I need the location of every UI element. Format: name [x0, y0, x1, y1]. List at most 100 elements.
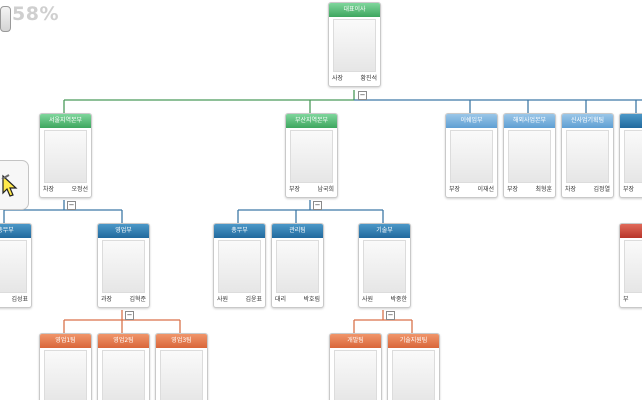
node-person-name: 황진석	[360, 75, 377, 82]
node-rank: 사장	[332, 75, 344, 82]
org-node-new-business[interactable]: 신사업기획팀 차장 김정열	[561, 113, 614, 198]
tool-panel[interactable]	[0, 160, 29, 210]
person-photo	[44, 130, 87, 183]
node-title: 이쉐임부	[446, 114, 497, 128]
zoom-level: 58%	[12, 3, 59, 25]
node-person-name: 김성표	[11, 296, 28, 303]
pointer-arrow-icon[interactable]	[1, 174, 21, 198]
node-person-name: 박중한	[390, 296, 407, 303]
person-photo	[333, 19, 376, 72]
node-title: 총무부	[0, 224, 31, 238]
collapse-button-seoul[interactable]: −	[67, 201, 76, 210]
org-node-management[interactable]: 관리팀 대리 박호림	[271, 223, 324, 308]
node-title: 대표이사	[329, 3, 380, 17]
node-rank: 사원	[362, 296, 374, 303]
person-photo	[624, 130, 642, 183]
node-title: 영업1팀	[40, 334, 91, 348]
org-node-left-partial[interactable]: 총무부 김성표	[0, 223, 32, 308]
node-person-name: 박호림	[303, 296, 320, 303]
person-photo	[102, 240, 145, 293]
node-rank: 부	[623, 296, 629, 303]
person-photo	[0, 240, 27, 293]
node-person-name: 오정선	[71, 186, 88, 193]
node-info: 부장	[620, 183, 642, 197]
minus-icon: −	[68, 201, 75, 209]
node-rank: 대리	[275, 296, 287, 303]
org-node-right-partial-2[interactable]: 비 부	[619, 223, 642, 308]
collapse-button-sales[interactable]: −	[125, 311, 134, 320]
node-info: 차장 오정선	[40, 183, 91, 197]
org-node-sales-dept[interactable]: 영업부 과장 김혁준	[97, 223, 150, 308]
collapse-button-tech[interactable]: −	[386, 311, 395, 320]
org-node-sales-team-2[interactable]: 영업2팀	[97, 333, 150, 400]
node-info: 부장 이재선	[446, 183, 497, 197]
person-photo	[218, 240, 261, 293]
org-node-busan-region[interactable]: 부산지역본부 부장 남국희	[285, 113, 338, 198]
node-title: 신사업기획팀	[562, 114, 613, 128]
node-rank: 과장	[101, 296, 113, 303]
node-rank: 부장	[507, 186, 519, 193]
person-photo	[508, 130, 551, 183]
collapse-button-busan[interactable]: −	[313, 201, 322, 210]
node-rank: 사원	[217, 296, 229, 303]
person-photo	[624, 240, 642, 293]
person-photo	[363, 240, 406, 293]
minus-icon: −	[126, 311, 133, 319]
node-person-name: 남국희	[317, 186, 334, 193]
zoom-slider-handle[interactable]	[0, 6, 11, 32]
node-rank: 차장	[565, 186, 577, 193]
node-info: 사장 황진석	[329, 72, 380, 86]
node-info: 김성표	[0, 293, 31, 307]
person-photo	[276, 240, 319, 293]
node-title: 부산지역본부	[286, 114, 337, 128]
node-info: 사원 박중한	[359, 293, 410, 307]
person-photo	[44, 350, 87, 400]
org-node-overseas[interactable]: 해외사업본부 부장 최형훈	[503, 113, 556, 198]
minus-icon: −	[359, 91, 366, 99]
person-photo	[102, 350, 145, 400]
node-title: 탄	[620, 114, 642, 128]
org-node-ceo[interactable]: 대표이사 사장 황진석	[328, 2, 381, 87]
node-rank: 부장	[623, 186, 635, 193]
node-info: 부장 최형훈	[504, 183, 555, 197]
node-info: 대리 박호림	[272, 293, 323, 307]
minus-icon: −	[314, 201, 321, 209]
node-person-name: 김윤표	[245, 296, 262, 303]
org-node-dev-team[interactable]: 개발팀	[329, 333, 382, 400]
org-node-tech-dept[interactable]: 기술부 사원 박중한	[358, 223, 411, 308]
node-title: 관리팀	[272, 224, 323, 238]
node-title: 서울지역본부	[40, 114, 91, 128]
org-node-seoul-region[interactable]: 서울지역본부 차장 오정선	[39, 113, 92, 198]
org-node-sales-team-1[interactable]: 영업1팀	[39, 333, 92, 400]
node-person-name: 최형훈	[535, 186, 552, 193]
node-person-name: 김혁준	[129, 296, 146, 303]
node-info: 부장 남국희	[286, 183, 337, 197]
node-rank: 부장	[449, 186, 461, 193]
person-photo	[450, 130, 493, 183]
org-node-sales-team-3[interactable]: 영업3팀	[155, 333, 208, 400]
org-node-audit[interactable]: 이쉐임부 부장 이재선	[445, 113, 498, 198]
node-info: 차장 김정열	[562, 183, 613, 197]
person-photo	[334, 350, 377, 400]
org-node-tech-support[interactable]: 기술지원팀	[387, 333, 440, 400]
node-info: 과장 김혁준	[98, 293, 149, 307]
node-title: 총무부	[214, 224, 265, 238]
node-title: 기술지원팀	[388, 334, 439, 348]
person-photo	[160, 350, 203, 400]
node-title: 영업3팀	[156, 334, 207, 348]
node-title: 개발팀	[330, 334, 381, 348]
node-person-name: 김정열	[593, 186, 610, 193]
node-person-name: 이재선	[477, 186, 494, 193]
person-photo	[392, 350, 435, 400]
collapse-button-ceo[interactable]: −	[358, 91, 367, 100]
node-title: 해외사업본부	[504, 114, 555, 128]
node-info: 부	[620, 293, 642, 307]
org-node-general-affairs[interactable]: 총무부 사원 김윤표	[213, 223, 266, 308]
node-info: 사원 김윤표	[214, 293, 265, 307]
node-title: 영업부	[98, 224, 149, 238]
node-rank: 차장	[43, 186, 55, 193]
org-node-right-partial[interactable]: 탄 부장	[619, 113, 642, 198]
node-title: 영업2팀	[98, 334, 149, 348]
